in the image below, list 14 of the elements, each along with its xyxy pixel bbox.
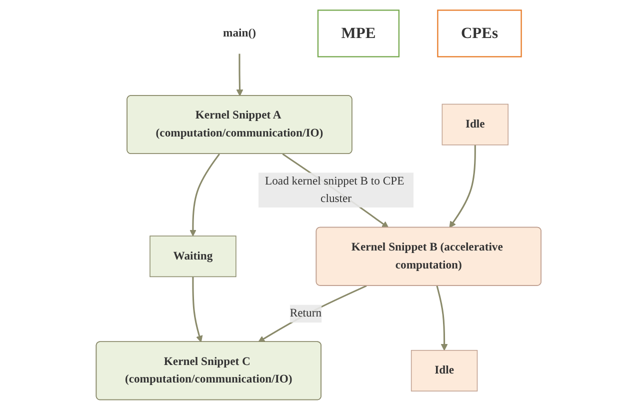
arrow — [236, 54, 244, 96]
arrow — [192, 276, 204, 342]
node-box: Idle — [442, 104, 509, 146]
node-box: Waiting — [150, 236, 237, 278]
node-box: CPEs — [438, 10, 522, 58]
arrow — [436, 286, 448, 351]
arrow — [450, 144, 476, 228]
edge-label: Return — [290, 307, 322, 320]
node-box: Idle — [411, 350, 478, 392]
node-box: MPE — [318, 10, 400, 58]
arrow — [258, 285, 368, 342]
arrow — [190, 154, 220, 236]
edge-label: Load kernel snippet B to CPE cluster — [265, 174, 405, 205]
node-text: main() — [223, 27, 256, 40]
